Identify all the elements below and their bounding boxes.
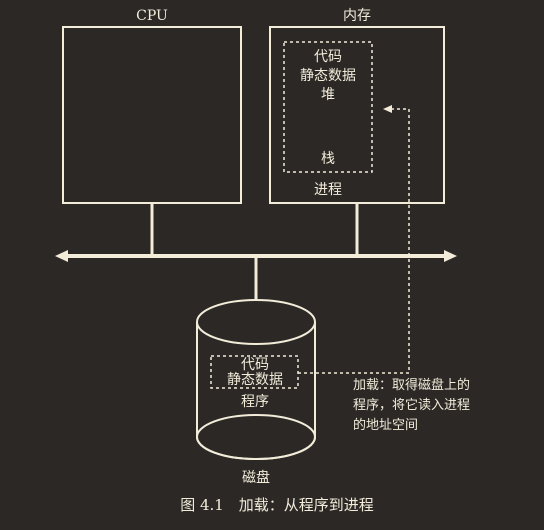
disk-cylinder-top	[196, 299, 316, 345]
process-code-segment: 代码	[314, 49, 342, 65]
cpu-box	[62, 26, 242, 204]
process-label: 进程	[314, 182, 342, 198]
load-arrow	[298, 105, 410, 374]
disk-cylinder-bottom-rim	[196, 414, 316, 460]
system-bus-left-arrowhead	[55, 250, 68, 262]
program-on-disk-box	[210, 355, 299, 389]
process-address-space-box	[283, 41, 373, 173]
load-annotation-line-3: 的地址空间	[353, 418, 419, 433]
process-static-data-segment: 静态数据	[300, 68, 356, 84]
cpu-label: CPU	[136, 8, 168, 24]
disk-cylinder-body	[196, 322, 316, 460]
figure-caption: 图 4.1 加载：从程序到进程	[180, 496, 374, 514]
load-annotation-line-1: 加载：取得磁盘上的	[353, 378, 471, 393]
program-static-data-segment: 静态数据	[227, 372, 283, 388]
disk-label: 磁盘	[242, 470, 270, 486]
process-heap-segment: 堆	[321, 87, 335, 103]
memory-box	[269, 26, 445, 204]
system-bus-right-arrowhead	[444, 250, 457, 262]
load-annotation-line-2: 程序，将它读入进程	[353, 398, 471, 413]
process-stack-segment: 栈	[321, 151, 335, 167]
memory-label: 内存	[343, 8, 371, 24]
program-label: 程序	[241, 394, 269, 410]
program-code-segment: 代码	[241, 357, 269, 373]
